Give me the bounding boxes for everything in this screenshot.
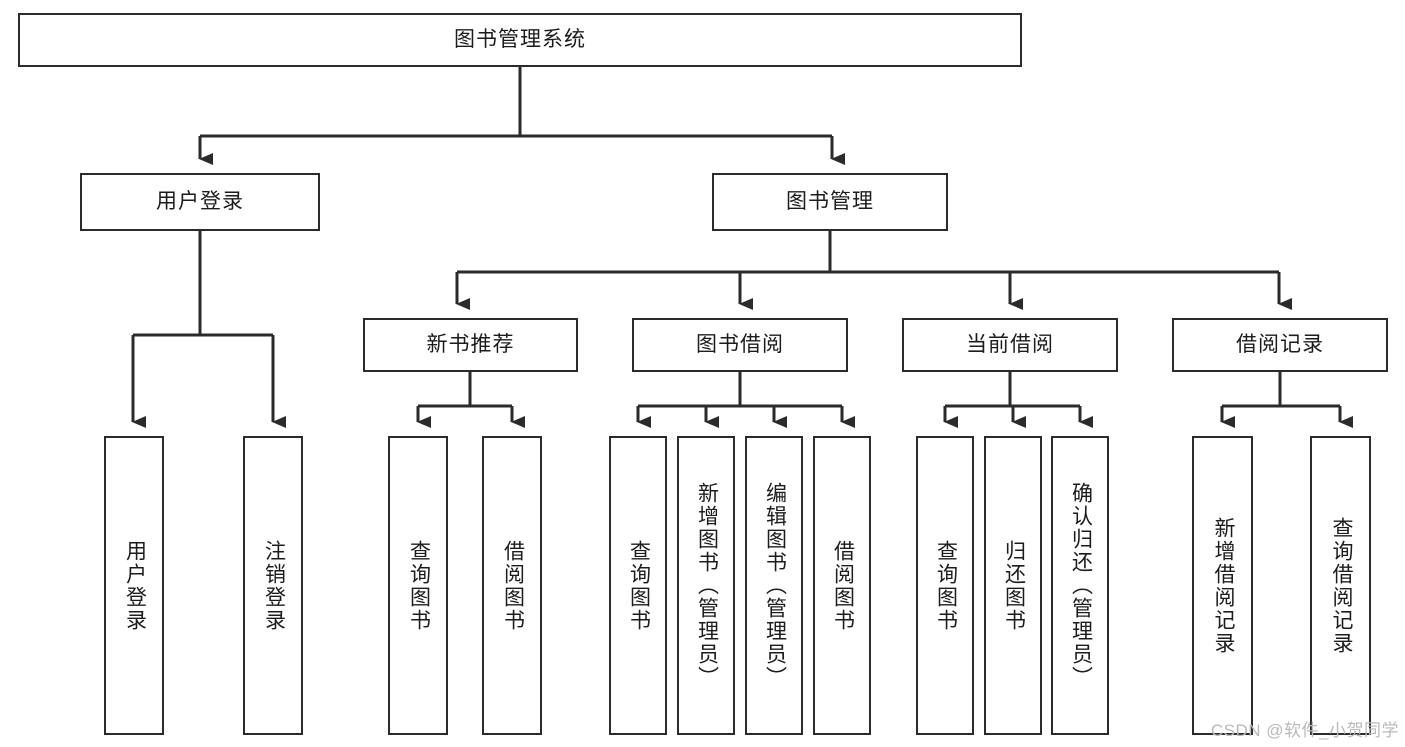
node-borrow-record[interactable]: 借阅记录: [1172, 318, 1388, 372]
leaf-label: 编辑图书（管理员）: [763, 482, 787, 689]
leaf-new-book-rec-0[interactable]: 查询图书: [388, 436, 448, 735]
node-root-label: 图书管理系统: [454, 27, 586, 51]
leaf-book-borrow-2[interactable]: 编辑图书（管理员）: [745, 436, 803, 735]
leaf-borrow-record-1[interactable]: 查询借阅记录: [1310, 436, 1371, 735]
node-borrow-record-label: 借阅记录: [1236, 332, 1324, 356]
node-book-borrow[interactable]: 图书借阅: [632, 318, 848, 372]
leaf-borrow-record-0[interactable]: 新增借阅记录: [1192, 436, 1253, 735]
leaf-label: 用户登录: [123, 539, 147, 632]
node-current-borrow-label: 当前借阅: [966, 332, 1054, 356]
node-new-book-rec[interactable]: 新书推荐: [363, 318, 578, 372]
leaf-book-borrow-0[interactable]: 查询图书: [609, 436, 667, 735]
node-book-borrow-label: 图书借阅: [696, 332, 784, 356]
leaf-user-login-1[interactable]: 注销登录: [243, 436, 303, 735]
leaf-label: 确认归还（管理员）: [1069, 482, 1093, 689]
leaf-label: 新增借阅记录: [1211, 516, 1235, 655]
leaf-book-borrow-1[interactable]: 新增图书（管理员）: [677, 436, 735, 735]
node-user-login-label: 用户登录: [156, 189, 244, 213]
leaf-current-borrow-0[interactable]: 查询图书: [916, 436, 974, 735]
leaf-label: 借阅图书: [501, 539, 525, 632]
leaf-label: 新增图书（管理员）: [695, 482, 719, 689]
leaf-label: 查询图书: [627, 539, 651, 632]
leaf-label: 查询借阅记录: [1329, 516, 1353, 655]
leaf-new-book-rec-1[interactable]: 借阅图书: [482, 436, 542, 735]
watermark: CSDN @软件_小贺同学: [1210, 721, 1399, 740]
leaf-label: 借阅图书: [831, 539, 855, 632]
node-book-manage-label: 图书管理: [786, 189, 874, 213]
leaf-book-borrow-3[interactable]: 借阅图书: [813, 436, 871, 735]
leaf-user-login-0[interactable]: 用户登录: [104, 436, 164, 735]
leaf-current-borrow-2[interactable]: 确认归还（管理员）: [1051, 436, 1109, 735]
node-current-borrow[interactable]: 当前借阅: [902, 318, 1118, 372]
leaf-label: 归还图书: [1002, 539, 1026, 632]
leaf-label: 查询图书: [934, 539, 958, 632]
node-user-login[interactable]: 用户登录: [80, 173, 320, 231]
node-root[interactable]: 图书管理系统: [18, 13, 1022, 67]
node-book-manage[interactable]: 图书管理: [712, 173, 948, 231]
leaf-label: 注销登录: [262, 539, 286, 632]
node-new-book-rec-label: 新书推荐: [426, 332, 515, 356]
leaf-label: 查询图书: [407, 539, 431, 632]
leaf-current-borrow-1[interactable]: 归还图书: [984, 436, 1042, 735]
